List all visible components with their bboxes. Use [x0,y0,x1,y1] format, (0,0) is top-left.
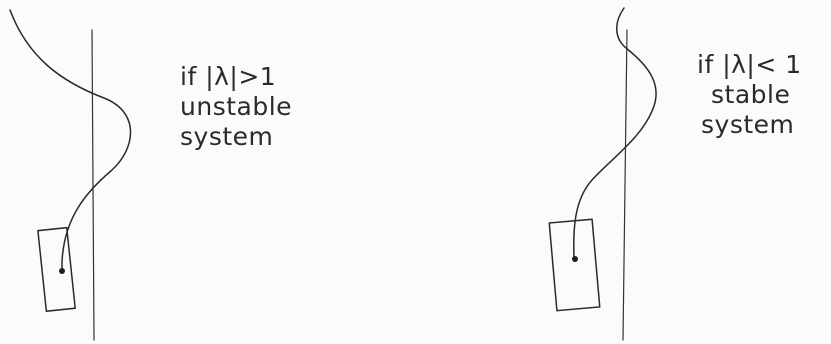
unstable-label: unstable [180,92,292,122]
unstable-annotation: if |λ|>1 unstable system [180,62,292,152]
stable-label: stable [711,80,802,110]
system-label-right: system [701,110,802,140]
system-label-left: system [180,122,292,152]
stable-condition-label: if |λ|< 1 [697,50,802,80]
right-pivot-dot [572,256,578,262]
stable-annotation: if |λ|< 1 stable system [697,50,802,140]
unstable-condition-label: if |λ|>1 [180,62,292,92]
left-pivot-dot [59,268,65,274]
